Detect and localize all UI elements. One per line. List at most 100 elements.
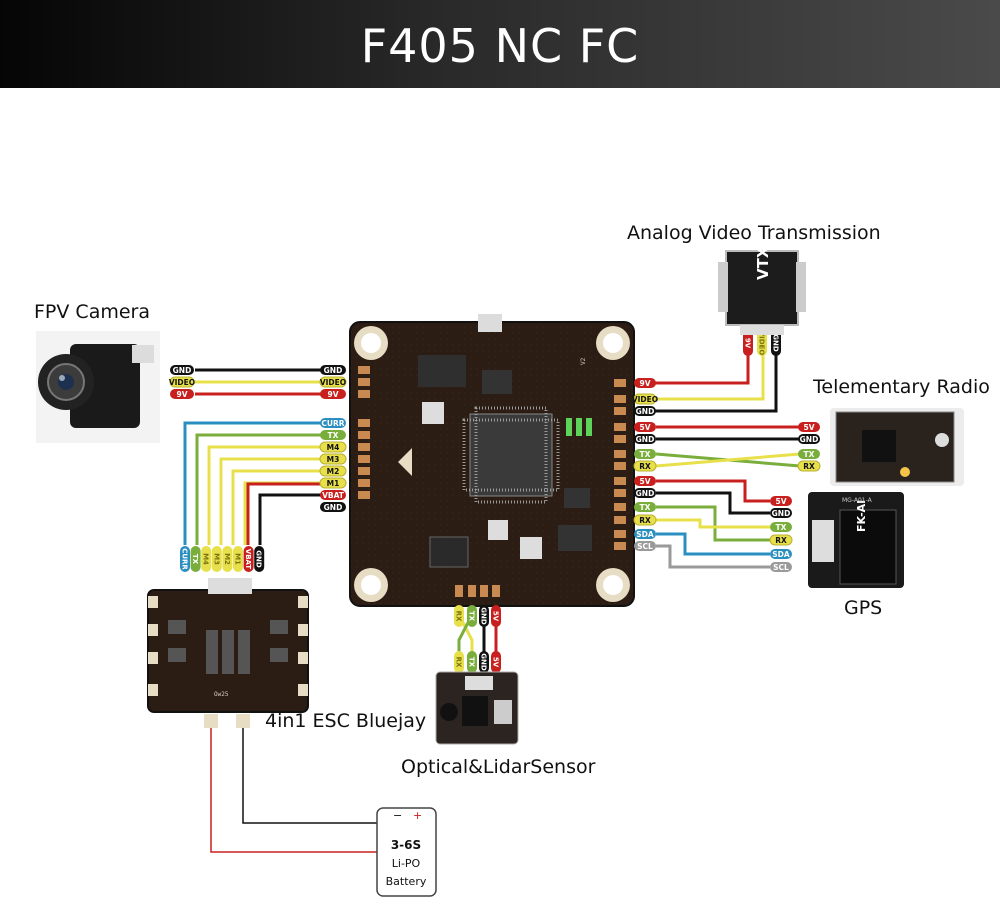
pin-tag-gnd-43: GND — [770, 508, 792, 518]
svg-text:CURR: CURR — [181, 548, 189, 570]
svg-text:TX: TX — [468, 611, 476, 622]
wire-esc-m3 — [219, 457, 330, 545]
pin-tag-video-23: VIDEO — [632, 393, 658, 405]
pin-tag-m2-10: M2 — [319, 465, 347, 477]
svg-text:VBAT: VBAT — [322, 491, 345, 500]
pin-tag-curr-14: CURR — [180, 546, 190, 572]
pin-tag-video-26: VIDEO — [757, 330, 767, 356]
header-bar — [0, 0, 1000, 88]
svg-text:M2: M2 — [223, 553, 231, 565]
wire-gps-gnd — [656, 491, 770, 515]
svg-text:SDA: SDA — [636, 530, 654, 539]
svg-text:TX: TX — [776, 523, 787, 532]
wire-vtx-9v — [650, 348, 750, 385]
pin-tag-gnd-24: GND — [634, 406, 656, 416]
pin-tag-gnd-0: GND — [170, 365, 194, 375]
wire-group — [183, 348, 801, 853]
svg-text:M2: M2 — [327, 467, 340, 476]
svg-text:RX: RX — [639, 516, 651, 525]
pin-tag-5v-28: 5V — [634, 422, 656, 432]
svg-text:SDA: SDA — [772, 550, 790, 559]
label-fpv-camera: FPV Camera — [34, 301, 150, 323]
svg-text:RX: RX — [455, 657, 463, 668]
svg-text:5V: 5V — [492, 657, 500, 668]
wire-esc-tx — [195, 433, 330, 545]
pin-tag-m4-16: M4 — [201, 546, 212, 572]
battery-label: Battery — [386, 875, 427, 888]
pin-tag-tx-44: TX — [770, 522, 792, 532]
pin-tag-rx-35: RX — [797, 460, 821, 472]
svg-text:GND: GND — [480, 607, 488, 625]
optical-lidar-sensor — [435, 671, 519, 745]
svg-text:9V: 9V — [744, 338, 752, 349]
pin-tag-tx-38: TX — [634, 502, 656, 512]
label-esc: 4in1 ESC Bluejay — [265, 710, 426, 732]
pin-tag-gnd-33: GND — [798, 434, 820, 444]
svg-text:M3: M3 — [327, 455, 340, 464]
svg-text:CURR: CURR — [321, 419, 344, 428]
pin-tag-vbat-12: VBAT — [320, 490, 346, 500]
svg-text:GND: GND — [480, 653, 488, 671]
pin-tag-tx-49: TX — [467, 605, 477, 627]
flight-controller-board: V2 — [349, 314, 635, 607]
svg-text:GND: GND — [772, 509, 791, 518]
pin-tag-gnd-13: GND — [320, 502, 346, 512]
svg-text:VIDEO: VIDEO — [632, 395, 658, 404]
wire-esc-m4 — [207, 445, 330, 545]
vtx-module-text: VTX — [754, 246, 772, 280]
pin-tag-tx-53: TX — [467, 651, 477, 673]
wire-gps-5v — [656, 479, 770, 503]
svg-text:GND: GND — [636, 407, 655, 416]
pin-tag-5v-32: 5V — [798, 422, 820, 432]
pin-tag-5v-55: 5V — [491, 651, 501, 673]
pin-tag-rx-48: RX — [454, 605, 464, 627]
radio-receiver — [830, 408, 964, 486]
wire-gps-sda — [656, 532, 770, 556]
svg-text:GND: GND — [636, 489, 655, 498]
pin-tag-tx-34: TX — [798, 449, 820, 459]
wire-battery-pos — [210, 725, 378, 853]
pin-tag-m3-17: M3 — [211, 546, 222, 572]
gps-module-text: FK-AI — [855, 500, 868, 532]
pin-tag-video-3: VIDEO — [319, 376, 347, 388]
vtx-module: VTX — [718, 246, 806, 335]
pin-tag-curr-6: CURR — [320, 418, 346, 428]
pin-tag-vbat-20: VBAT — [243, 546, 254, 572]
svg-text:RX: RX — [639, 462, 651, 471]
pin-tag-rx-45: RX — [769, 534, 793, 546]
pin-tag-gnd-37: GND — [634, 488, 656, 498]
svg-text:TX: TX — [468, 657, 476, 668]
svg-text:5V: 5V — [492, 611, 500, 622]
label-vtx: Analog Video Transmission — [627, 222, 881, 244]
fpv-camera — [36, 331, 160, 443]
pin-tag-rx-52: RX — [454, 651, 464, 673]
esc-board: Ow25 — [147, 578, 309, 728]
label-radio: Telementary Radio — [812, 376, 990, 398]
wire-gps-scl — [656, 544, 770, 569]
pin-tag-9v-22: 9V — [634, 378, 656, 388]
fc-version-text: V2 — [580, 357, 587, 365]
battery-minus: − — [393, 809, 402, 822]
svg-text:GND: GND — [173, 366, 192, 375]
pin-tag-rx-39: RX — [633, 514, 657, 526]
svg-text:9V: 9V — [327, 390, 338, 399]
pin-tag-rx-31: RX — [633, 460, 657, 472]
label-gps: GPS — [844, 597, 882, 619]
svg-text:GND: GND — [255, 550, 263, 568]
pin-tag-9v-5: 9V — [320, 389, 346, 399]
pin-tag-m1-19: M1 — [233, 546, 243, 572]
pin-tag-tx-7: TX — [320, 430, 346, 440]
pin-tag-gnd-50: GND — [479, 605, 489, 627]
battery-plus: + — [413, 809, 422, 822]
pin-tag-5v-42: 5V — [770, 496, 792, 506]
wire-radio-rx — [655, 452, 801, 468]
svg-text:5V: 5V — [775, 497, 786, 506]
wire-battery-neg — [242, 725, 378, 824]
svg-text:M1: M1 — [327, 479, 340, 488]
svg-text:TX: TX — [191, 554, 199, 565]
svg-text:5V: 5V — [639, 477, 650, 486]
battery-type: Li-PO — [392, 857, 421, 870]
wire-esc-m1 — [243, 481, 330, 545]
svg-text:VIDEO: VIDEO — [320, 378, 346, 387]
